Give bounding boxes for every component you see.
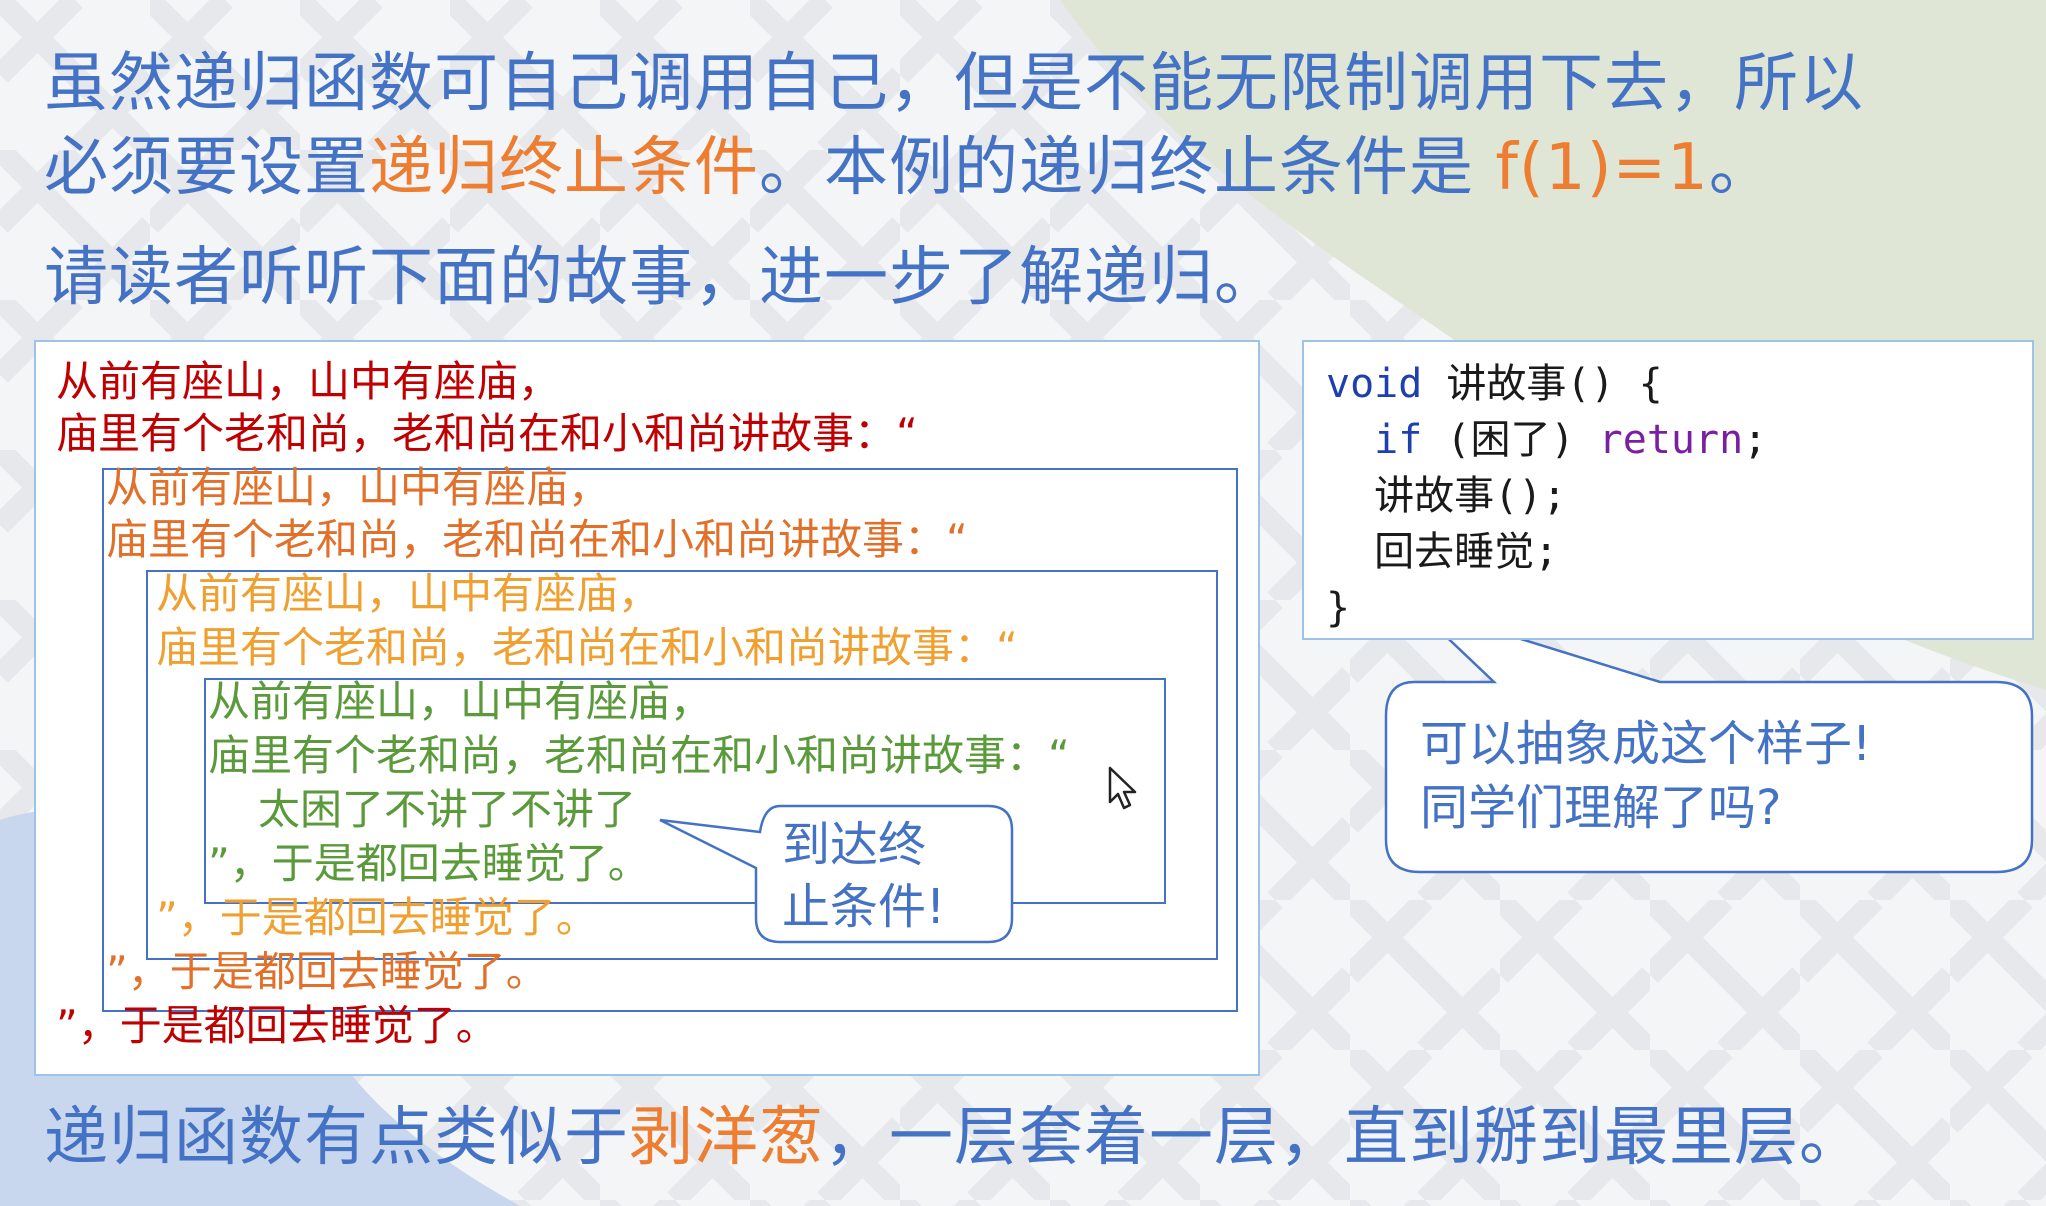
code-box: void 讲故事() { if (困了) return; 讲故事(); 回去睡觉… <box>1302 340 2034 640</box>
story-l1-end: ”，于是都回去睡觉了。 <box>56 1001 498 1050</box>
callout-terminate-text: 到达终 止条件! <box>782 814 945 938</box>
conclusion-post: ，一层套着一层，直到掰到最里层。 <box>824 1101 1864 1175</box>
intro-line-1-text: 虽然递归函数可自己调用自己，但是不能无限制调用下去，所以 <box>44 47 1864 121</box>
intro-line-2-end: 。 <box>1708 131 1774 205</box>
intro-line-2: 必须要设置递归终止条件。本例的递归终止条件是 f(1)=1。 <box>44 126 1774 210</box>
conclusion-line: 递归函数有点类似于剥洋葱，一层套着一层，直到掰到最里层。 <box>44 1096 1864 1180</box>
story-l3-end: ”，于是都回去睡觉了。 <box>156 893 598 942</box>
intro-line-1: 虽然递归函数可自己调用自己，但是不能无限制调用下去，所以 <box>44 42 1864 126</box>
story-l1-line-b: 庙里有个老和尚，老和尚在和小和尚讲故事：“ <box>56 409 918 458</box>
mouse-pointer-icon <box>1108 766 1138 816</box>
story-l3-line-b: 庙里有个老和尚，老和尚在和小和尚讲故事：“ <box>156 623 1018 672</box>
code-line-1-rest: 讲故事() { <box>1422 361 1663 407</box>
story-l2-line-a: 从前有座山，山中有座庙， <box>106 463 611 512</box>
story-nest-level-3 <box>146 570 1218 960</box>
story-l1-line-a: 从前有座山，山中有座庙， <box>56 357 561 406</box>
story-l4-line-c: 太困了不讲了不讲了 <box>258 785 637 834</box>
code-line-3: 讲故事(); <box>1326 473 1567 519</box>
story-box: 从前有座山，山中有座庙， 庙里有个老和尚，老和尚在和小和尚讲故事：“ 从前有座山… <box>34 340 1260 1076</box>
code-keyword-return: return <box>1598 417 1744 463</box>
callout-abstract-line-2: 同学们理解了吗? <box>1420 780 1782 836</box>
conclusion-pre: 递归函数有点类似于 <box>44 1101 629 1175</box>
termination-formula: f(1)=1 <box>1495 131 1709 205</box>
code-line-5: } <box>1326 585 1351 631</box>
onion-peeling-highlight: 剥洋葱 <box>629 1101 824 1175</box>
story-l4-line-a: 从前有座山，山中有座庙， <box>208 677 713 726</box>
story-l2-end: ”，于是都回去睡觉了。 <box>106 947 548 996</box>
callout-abstract-text: 可以抽象成这个样子! 同学们理解了吗? <box>1420 712 1871 840</box>
recursion-termination-highlight: 递归终止条件 <box>369 131 759 205</box>
callout-terminate-line-1: 到达终 <box>782 817 927 873</box>
intro-line-2-pre: 必须要设置 <box>44 131 369 205</box>
code-keyword-void: void <box>1326 361 1423 407</box>
callout-terminate-line-2: 止条件! <box>782 879 946 935</box>
story-l2-line-b: 庙里有个老和尚，老和尚在和小和尚讲故事：“ <box>106 515 968 564</box>
intro-line-2-mid: 。本例的递归终止条件是 <box>759 131 1496 205</box>
code-keyword-if: if <box>1374 417 1423 463</box>
code-line-2: if (困了) return; <box>1326 412 1767 468</box>
story-nest-level-2 <box>102 468 1238 1012</box>
story-l4-end: ”，于是都回去睡觉了。 <box>208 839 650 888</box>
code-line-1: void 讲故事() { <box>1326 356 1663 412</box>
callout-abstract-line-1: 可以抽象成这个样子! <box>1420 716 1872 772</box>
story-l3-line-a: 从前有座山，山中有座庙， <box>156 569 661 618</box>
code-line-2-end: ; <box>1743 417 1768 463</box>
code-line-2-indent <box>1326 417 1374 463</box>
intro-line-3: 请读者听听下面的故事，进一步了解递归。 <box>44 236 1279 320</box>
code-line-4: 回去睡觉; <box>1326 529 1559 575</box>
intro-line-3-text: 请读者听听下面的故事，进一步了解递归。 <box>44 241 1279 315</box>
story-l4-line-b: 庙里有个老和尚，老和尚在和小和尚讲故事：“ <box>208 731 1070 780</box>
code-line-2-mid: (困了) <box>1422 417 1599 463</box>
